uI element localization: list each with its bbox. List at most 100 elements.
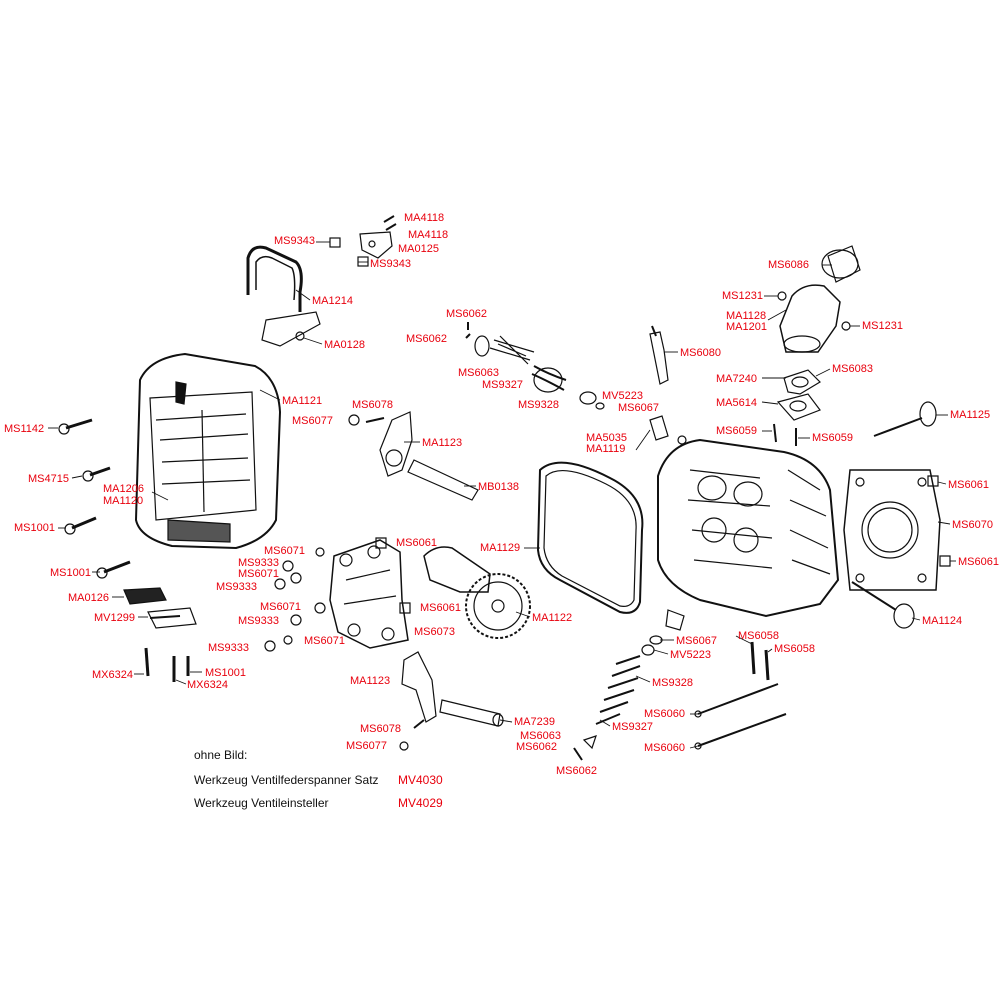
label-ms6078-a: MS6078 (352, 399, 393, 411)
label-ms1001-c: MS1001 (205, 667, 246, 679)
long-studs-part (695, 684, 786, 749)
label-ms6080: MS6080 (680, 347, 721, 359)
label-ms9333-c: MS9333 (238, 615, 279, 627)
rocker-arm-upper-part (349, 412, 478, 500)
camshaft-holder-part (330, 540, 408, 648)
label-ms9333-b: MS9333 (216, 581, 257, 593)
label-mx6324-b: MX6324 (187, 679, 228, 691)
label-ma1201: MA1201 (726, 321, 767, 333)
label-ms1231-b: MS1231 (862, 320, 903, 332)
label-ma5035: MA5035 (586, 432, 627, 444)
note-tool1-description: Werkzeug Ventilfederspanner Satz (194, 773, 379, 787)
label-ms1142: MS1142 (4, 423, 45, 435)
label-ms6062-b: MS6062 (406, 333, 447, 345)
label-ms6059-a: MS6059 (716, 425, 757, 437)
cylinder-head-cover-part (136, 354, 280, 548)
rocker-arm-lower-part (400, 652, 503, 750)
label-ma0125: MA0125 (398, 243, 439, 255)
upper-valve-spring-part (466, 322, 604, 409)
label-ma1125: MA1125 (950, 409, 991, 421)
label-ms6059-b: MS6059 (812, 432, 853, 444)
label-ms9343-lower: MS9343 (370, 258, 411, 270)
label-ms6061-b: MS6061 (420, 602, 461, 614)
label-ma0126: MA0126 (68, 592, 109, 604)
label-ms6061-d: MS6061 (958, 556, 999, 568)
label-ms6073: MS6073 (414, 626, 455, 638)
leader-lines (48, 241, 956, 749)
label-ms6077-b: MS6077 (346, 740, 387, 752)
label-ma5614: MA5614 (716, 397, 757, 409)
label-ma1123-lower: MA1123 (350, 675, 391, 687)
label-ma1120: MA1120 (103, 495, 144, 507)
label-ma1123-upper: MA1123 (422, 437, 463, 449)
label-ms6067-b: MS6067 (676, 635, 717, 647)
label-ma1122: MA1122 (532, 612, 573, 624)
studs-lower-left-part (146, 648, 188, 682)
label-ma1128: MA1128 (726, 310, 767, 322)
camshaft-part (424, 547, 530, 638)
label-ma1119: MA1119 (586, 443, 626, 455)
label-ma1214: MA1214 (312, 295, 353, 307)
label-ms6062-a: MS6062 (446, 308, 487, 320)
label-ms6071-d: MS6071 (304, 635, 345, 647)
label-ma7239: MA7239 (514, 716, 555, 728)
nuts-washers-part (265, 538, 410, 651)
label-ma1124: MA1124 (922, 615, 963, 627)
label-ms6071-b: MS6071 (238, 568, 279, 580)
label-ma0128: MA0128 (324, 339, 365, 351)
label-ms9327-a: MS9327 (482, 379, 523, 391)
label-ms6063-a: MS6063 (458, 367, 499, 379)
label-ms6071-a: MS6071 (264, 545, 305, 557)
label-mv1299: MV1299 (94, 612, 135, 624)
label-mv5223-a: MV5223 (602, 390, 643, 402)
label-ms9328-b: MS9328 (652, 677, 693, 689)
label-ms6062-d: MS6062 (556, 765, 597, 777)
label-mv5223-b: MV5223 (670, 649, 711, 661)
label-ms6083: MS6083 (832, 363, 873, 375)
valve-cover-gasket-part (538, 463, 642, 613)
label-ms6058-a: MS6058 (738, 630, 779, 642)
label-ms6077-a: MS6077 (292, 415, 333, 427)
label-ms9327-b: MS9327 (612, 721, 653, 733)
label-ms6063-b: MS6063 (520, 730, 561, 742)
valves-part (852, 402, 936, 628)
label-ms9343-upper: MS9343 (274, 235, 315, 247)
label-ms1001-b: MS1001 (50, 567, 91, 579)
label-ms6078-b: MS6078 (360, 723, 401, 735)
cover-bolts-part (59, 420, 130, 578)
label-ms6061-c: MS6061 (948, 479, 989, 491)
label-ms6061-a: MS6061 (396, 537, 437, 549)
note-tool2-description: Werkzeug Ventileinsteller (194, 796, 329, 810)
note-tool1-code: MV4030 (398, 773, 443, 787)
label-ms6071-c: MS6071 (260, 601, 301, 613)
label-ma1129: MA1129 (480, 542, 521, 554)
label-ma4118-lower: MA4118 (408, 229, 449, 241)
label-ms6067-a: MS6067 (618, 402, 659, 414)
spark-plug-part (650, 326, 668, 384)
lower-valve-spring-part (574, 610, 768, 760)
label-ms9333-a: MS9333 (238, 557, 279, 569)
label-ms9328-a: MS9328 (518, 399, 559, 411)
label-ma1206: MA1206 (103, 483, 144, 495)
label-mb0138: MB0138 (478, 481, 519, 493)
label-ms6058-b: MS6058 (774, 643, 815, 655)
intake-gaskets-part (774, 370, 820, 446)
label-ms1001-a: MS1001 (14, 522, 55, 534)
note-tool2-code: MV4029 (398, 796, 443, 810)
label-ms6060-b: MS6060 (644, 742, 685, 754)
label-ma4118-upper: MA4118 (404, 212, 445, 224)
label-ms6070: MS6070 (952, 519, 993, 531)
label-ms4715: MS4715 (28, 473, 69, 485)
note-without-image: ohne Bild: (194, 748, 248, 762)
label-ms6060-a: MS6060 (644, 708, 685, 720)
label-ms6062-c: MS6062 (516, 741, 557, 753)
label-ma1121: MA1121 (282, 395, 323, 407)
label-ma7240: MA7240 (716, 373, 757, 385)
hose-bracket-part (248, 247, 320, 346)
label-mx6324-a: MX6324 (92, 669, 133, 681)
small-bracket-part (360, 216, 396, 258)
label-ms9333-d: MS9333 (208, 642, 249, 654)
head-gasket-part (844, 470, 950, 590)
